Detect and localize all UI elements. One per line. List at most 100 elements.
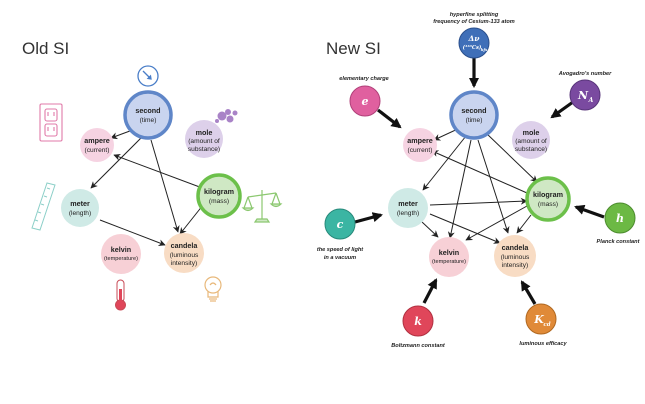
constant-light: c the speed of light in a vacuum — [317, 208, 364, 261]
avogadro-symbol-sub: A — [588, 97, 594, 104]
outlet-icon — [39, 103, 63, 142]
new-ampere-label: ampere — [407, 136, 433, 145]
cesium-symbol-isotope: (¹³³Cs) — [463, 44, 482, 51]
new-arrow-kilogram-ampere — [431, 150, 528, 194]
old-second-quantity: (time) — [140, 117, 157, 124]
arrow-kilogram-ampere — [113, 153, 206, 190]
new-kelvin-quantity: (temperature) — [432, 259, 466, 265]
new-mole-label: mole — [523, 128, 540, 137]
ruler-icon — [31, 182, 56, 231]
arrow-second-candela — [150, 139, 180, 233]
constant-efficacy: K cd luminous efficacy — [519, 303, 567, 347]
old-mole-quantity-1: (amount of — [188, 138, 220, 145]
constant-planck: h Planck constant — [597, 202, 641, 245]
new-arrow-meter-candela — [429, 213, 501, 244]
scale-icon — [241, 190, 283, 223]
arrow-efficacy-candela — [520, 280, 537, 305]
charge-symbol: e — [362, 95, 369, 108]
efficacy-caption: luminous efficacy — [519, 341, 567, 347]
old-kelvin-label: kelvin — [111, 245, 131, 254]
old-meter-quantity: (length) — [69, 210, 91, 217]
new-node-meter: meter (length) — [388, 188, 428, 228]
new-candela-label: candela — [502, 243, 530, 252]
old-node-meter: meter (length) — [61, 189, 99, 227]
charge-caption: elementary charge — [339, 76, 388, 82]
new-kilogram-label: kilogram — [533, 190, 563, 199]
clock-icon — [137, 65, 159, 87]
old-ampere-quantity: (current) — [85, 147, 110, 154]
old-kelvin-quantity: (temperature) — [104, 256, 138, 262]
new-constant-arrows — [354, 58, 605, 305]
new-si-title: New SI — [326, 39, 381, 58]
new-arrow-meter-kelvin — [421, 221, 439, 238]
light-symbol: c — [337, 218, 344, 231]
new-node-ampere: ampere (current) — [403, 128, 437, 162]
old-node-ampere: ampere (current) — [80, 128, 114, 162]
boltzmann-symbol: k — [414, 315, 422, 328]
cesium-caption-1: hyperfine splitting — [450, 12, 499, 18]
new-arrow-kilogram-candela — [516, 214, 532, 234]
new-kelvin-label: kelvin — [439, 248, 459, 257]
arrow-planck-kilogram — [574, 204, 605, 219]
new-mole-quantity-1: (amount of — [515, 138, 547, 145]
old-node-kilogram: kilogram (mass) — [196, 173, 242, 219]
new-node-kelvin: kelvin (temperature) — [429, 237, 469, 277]
new-node-kilogram: kilogram (mass) — [525, 176, 571, 222]
planck-symbol: h — [616, 212, 624, 225]
boltzmann-caption: Boltzmann constant — [391, 343, 446, 349]
new-arrow-second-meter — [422, 135, 467, 191]
constant-charge: elementary charge e — [339, 76, 389, 117]
old-si-title: Old SI — [22, 39, 69, 58]
old-kilogram-label: kilogram — [204, 187, 234, 196]
old-node-second: second (time) — [123, 90, 173, 140]
new-node-second: second (time) — [449, 90, 499, 140]
new-kilogram-quantity: (mass) — [538, 201, 558, 208]
arrow-boltzmann-kelvin — [422, 278, 438, 304]
new-node-candela: candela (luminous intensity) — [494, 235, 536, 277]
new-arrow-kilogram-kelvin — [465, 205, 528, 241]
new-arrow-second-kilogram — [485, 132, 538, 183]
new-candela-quantity-2: intensity) — [502, 262, 528, 269]
new-second-label: second — [461, 106, 486, 115]
old-second-label: second — [135, 106, 160, 115]
cesium-symbol: Δν — [467, 34, 480, 43]
old-mole-label: mole — [196, 128, 213, 137]
old-node-candela: candela (luminous intensity) — [164, 233, 204, 273]
arrow-light-meter — [354, 212, 383, 224]
light-caption-2: in a vacuum — [324, 255, 356, 261]
efficacy-symbol: K — [533, 313, 544, 326]
arrow-second-meter — [90, 135, 144, 189]
old-candela-quantity-1: (luminous — [170, 252, 199, 259]
arrow-meter-candela — [99, 219, 166, 247]
new-arrow-meter-kilogram — [429, 197, 528, 206]
old-candela-quantity-2: intensity) — [171, 260, 197, 267]
new-meter-label: meter — [398, 199, 418, 208]
efficacy-symbol-sub: cd — [543, 322, 550, 328]
lightbulb-icon — [204, 276, 222, 302]
avogadro-symbol: N — [577, 89, 589, 102]
new-ampere-quantity: (current) — [408, 147, 433, 154]
constant-cesium: hyperfine splitting frequency of Cesium-… — [433, 12, 515, 59]
constant-avogadro: Avogadro's number N A — [558, 71, 612, 111]
constant-boltzmann: k Boltzmann constant — [391, 305, 446, 349]
new-arrow-second-kelvin — [447, 139, 472, 239]
new-meter-quantity: (length) — [397, 210, 419, 217]
old-node-mole: mole (amount of substance) — [185, 120, 223, 158]
new-second-quantity: (time) — [466, 117, 483, 124]
new-arrow-second-candela — [477, 139, 510, 234]
light-caption-1: the speed of light — [317, 247, 364, 253]
new-mole-quantity-2: substance) — [515, 146, 547, 153]
cesium-caption-2: frequency of Cesium-133 atom — [433, 19, 514, 25]
new-dependency-arrows — [421, 126, 538, 244]
old-ampere-label: ampere — [84, 136, 110, 145]
old-kilogram-quantity: (mass) — [209, 198, 229, 205]
avogadro-caption: Avogadro's number — [558, 71, 612, 77]
planck-caption: Planck constant — [597, 239, 641, 245]
molecules-icon — [215, 109, 238, 123]
cesium-symbol-sub: hfs — [481, 47, 488, 52]
old-candela-label: candela — [171, 241, 199, 250]
arrow-avogadro-mole — [550, 100, 574, 119]
old-meter-label: meter — [70, 199, 90, 208]
